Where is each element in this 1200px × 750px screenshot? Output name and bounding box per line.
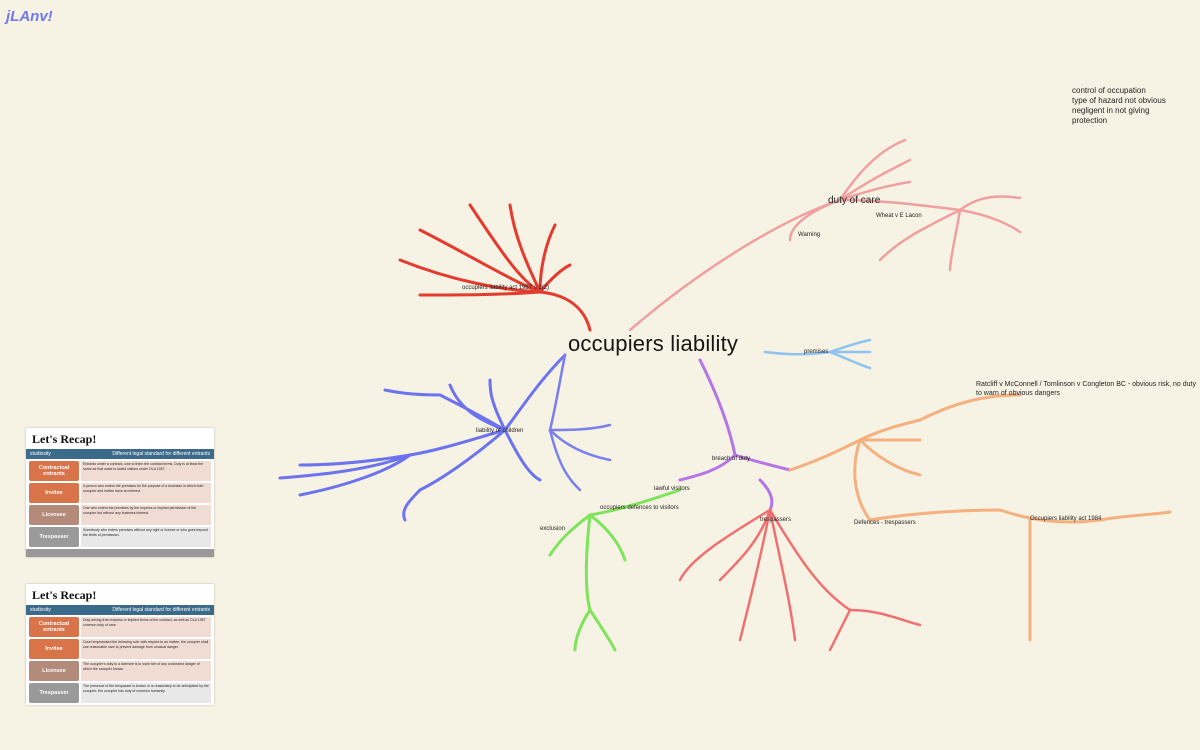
recap-brand: studiosity (30, 607, 51, 613)
app-logo[interactable]: jLAnv! (6, 8, 53, 25)
recap-row: Contractual entrants Duty arising from e… (29, 617, 211, 637)
recap-label: Licensee (29, 505, 79, 525)
recap-row: Contractual entrants Entrants under a co… (29, 461, 211, 481)
branch-wheat[interactable]: Wheat v E Lacon (876, 213, 922, 219)
recap-label: Contractual entrants (29, 461, 79, 481)
recap-card-2[interactable]: Let's Recap! studiosity Different legal … (26, 584, 214, 705)
branch-liability-children[interactable]: liability of children (476, 428, 524, 434)
central-topic[interactable]: occupiers liability (568, 331, 739, 356)
recap-subtitle: Different legal standard for different e… (112, 451, 210, 457)
recap-desc: A person who enters the premises for the… (81, 483, 211, 503)
branch-duty-of-care[interactable]: duty of care (828, 195, 881, 206)
recap-subtitle: Different legal standard for different e… (112, 607, 210, 613)
branch-breach[interactable]: breach of duty (712, 456, 751, 462)
recap-brand: studiosity (30, 451, 51, 457)
recap-card-1[interactable]: Let's Recap! studiosity Different legal … (26, 428, 214, 557)
branch-premises[interactable]: premises (804, 349, 829, 355)
recap-label: Invitee (29, 483, 79, 503)
recap-label: Licensee (29, 661, 79, 681)
recap-label: Invitee (29, 639, 79, 659)
recap-desc: Somebody who enters premises without any… (81, 527, 211, 547)
recap-row: Trespasser The presence of the trespasse… (29, 683, 211, 703)
recap-row: Invitee Court emphasised the following r… (29, 639, 211, 659)
recap-subtitle-bar: studiosity Different legal standard for … (26, 605, 214, 615)
recap-desc: One who enters the premises by the expre… (81, 505, 211, 525)
branch-trespassers[interactable]: trespassers (760, 517, 792, 523)
branch-warning[interactable]: Warning (798, 232, 821, 238)
recap-label: Trespasser (29, 527, 79, 547)
recap-desc: The presence of the trespasser is known … (81, 683, 211, 703)
recap-row: Trespasser Somebody who enters premises … (29, 527, 211, 547)
recap-title: Let's Recap! (32, 588, 97, 602)
branch-visitor-defences[interactable]: occupiers defences to visitors (600, 505, 679, 511)
branch-exclusion[interactable]: exclusion (540, 526, 566, 532)
recap-footer (26, 549, 214, 557)
recap-label: Trespasser (29, 683, 79, 703)
branch-ola-1984[interactable]: Occupiers liability act 1984 (1030, 516, 1102, 522)
note-obvious-risk[interactable]: Ratcliff v McConnell / Tomlinson v Congl… (976, 381, 1196, 397)
recap-title: Let's Recap! (32, 432, 97, 446)
recap-row: Licensee One who enters the premises by … (29, 505, 211, 525)
recap-desc: Entrants under a contract, owe to them t… (81, 461, 211, 481)
branch-lawful-visitors[interactable]: lawful visitors (654, 486, 690, 492)
recap-label: Contractual entrants (29, 617, 79, 637)
recap-desc: Court emphasised the following rule: wit… (81, 639, 211, 659)
branch-act-1957[interactable]: occupiers liability act 1957 s 1(2) (462, 285, 550, 291)
recap-row: Invitee A person who enters the premises… (29, 483, 211, 503)
recap-row: Licensee The occupier's duty to a licens… (29, 661, 211, 681)
recap-desc: Duty arising from express or implied ter… (81, 617, 211, 637)
recap-subtitle-bar: studiosity Different legal standard for … (26, 449, 214, 459)
branch-defences-trespassers[interactable]: Defences - trespassers (854, 520, 916, 526)
note-control-occupation[interactable]: control of occupation type of hazard not… (1072, 86, 1166, 125)
recap-desc: The occupier's duty to a licensee is to … (81, 661, 211, 681)
